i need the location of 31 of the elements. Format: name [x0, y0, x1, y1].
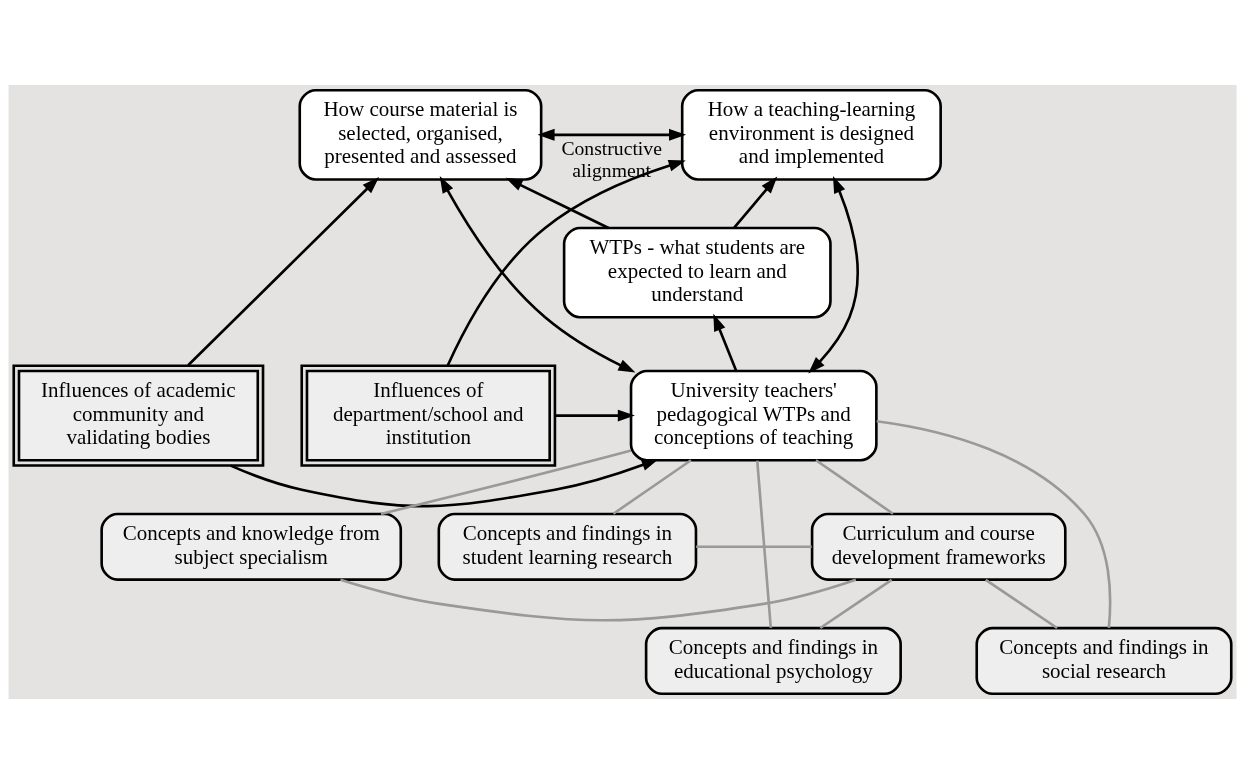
connector [380, 449, 632, 516]
connector [755, 460, 773, 628]
connector [815, 459, 894, 515]
connector [612, 459, 692, 515]
arrow [187, 176, 380, 367]
arrow [713, 313, 738, 372]
arrow [446, 159, 686, 367]
node-box: Concepts and findings in social research [975, 626, 1233, 696]
node-box: Influences of academic community and validating bodies [12, 364, 265, 467]
arrow [808, 175, 859, 374]
node-box: How course material is selected, organised, presented and assessed [298, 88, 543, 181]
connector [340, 578, 857, 622]
node-box: Concepts and findings in educational psychology [644, 626, 902, 696]
node-box: University teachers' pedagogical WTPs and conceptions of teaching [629, 369, 878, 462]
arrow [537, 128, 687, 141]
connector [696, 545, 812, 549]
connector [876, 419, 1112, 628]
connector [985, 578, 1058, 630]
node-box: Concepts and findings in student learning research [437, 512, 698, 581]
node-box: WTPs - what students are expected to learn and understand [562, 226, 832, 319]
node-box: How a teaching-learning environment is designed and implemented [680, 88, 942, 181]
node-box: Curriculum and course development frameworks [810, 512, 1067, 581]
edge-label: Constructive alignment [561, 136, 662, 181]
connector [819, 578, 893, 630]
node-box: Concepts and knowledge from subject specialism [100, 512, 403, 581]
arrow [505, 177, 610, 230]
arrow [230, 458, 659, 508]
arrow [439, 176, 636, 373]
node-box: Influences of department/school and institution [300, 364, 557, 467]
arrow [555, 409, 635, 422]
arrow [733, 176, 778, 229]
